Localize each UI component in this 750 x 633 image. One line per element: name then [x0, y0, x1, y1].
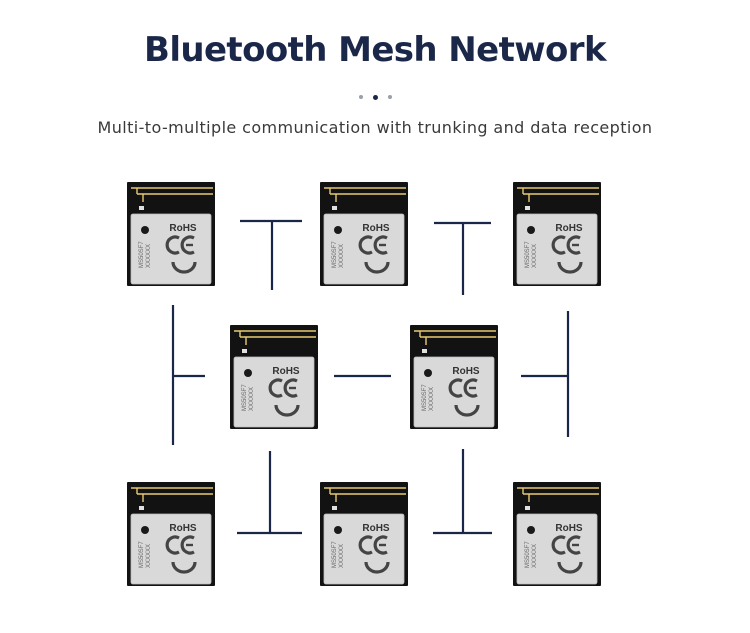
solder-pad [139, 506, 144, 510]
module-shield [323, 213, 405, 285]
arc-mark-icon [557, 561, 583, 574]
ce-mark-icon [358, 235, 388, 255]
serial-code: XXXXXX [339, 244, 345, 268]
model-code: MS50SF7 [525, 541, 531, 568]
solder-pad [422, 349, 427, 353]
pagination-dots [0, 94, 750, 100]
antenna-trace-icon [414, 330, 496, 345]
pagination-dot[interactable] [372, 94, 378, 100]
pin-marker-icon [141, 226, 149, 234]
module-shield [413, 356, 495, 428]
pagination-dot[interactable] [358, 95, 363, 99]
arc-mark-icon [274, 404, 300, 417]
rohs-label: RoHS [169, 523, 197, 534]
serial-code: XXXXXX [532, 544, 538, 568]
serial-code: XXXXXX [429, 387, 435, 411]
solder-pad [139, 206, 144, 210]
rohs-label: RoHS [362, 523, 390, 534]
solder-pad [525, 506, 530, 510]
arc-mark-icon [364, 261, 390, 274]
model-code: MS50SF7 [139, 241, 145, 268]
pin-marker-icon [244, 369, 252, 377]
ce-mark-icon [358, 535, 388, 555]
module-shield [130, 513, 212, 585]
ce-mark-icon [165, 535, 195, 555]
arc-mark-icon [364, 561, 390, 574]
model-code: MS50SF7 [139, 541, 145, 568]
serial-code: XXXXXX [146, 244, 152, 268]
module-shield [233, 356, 315, 428]
module-shield [130, 213, 212, 285]
module-shield [323, 513, 405, 585]
pin-marker-icon [334, 526, 342, 534]
serial-code: XXXXXX [339, 544, 345, 568]
serial-code: XXXXXX [532, 244, 538, 268]
rohs-label: RoHS [272, 366, 300, 377]
pin-marker-icon [527, 526, 535, 534]
arc-mark-icon [171, 561, 197, 574]
module-shield [516, 213, 598, 285]
antenna-trace-icon [517, 487, 599, 502]
solder-pad [242, 349, 247, 353]
pin-marker-icon [334, 226, 342, 234]
antenna-trace-icon [234, 330, 316, 345]
rohs-label: RoHS [555, 223, 583, 234]
rohs-label: RoHS [362, 223, 390, 234]
solder-pad [525, 206, 530, 210]
ce-mark-icon [268, 378, 298, 398]
module-shield [516, 513, 598, 585]
arc-mark-icon [171, 261, 197, 274]
antenna-trace-icon [131, 187, 213, 202]
pagination-dot[interactable] [387, 95, 392, 99]
page-title: Bluetooth Mesh Network [144, 30, 607, 70]
ce-mark-icon [551, 535, 581, 555]
serial-code: XXXXXX [146, 544, 152, 568]
model-code: MS50SF7 [332, 541, 338, 568]
antenna-trace-icon [131, 487, 213, 502]
arc-mark-icon [454, 404, 480, 417]
solder-pad [332, 506, 337, 510]
model-code: MS50SF7 [332, 241, 338, 268]
rohs-label: RoHS [555, 523, 583, 534]
model-code: MS50SF7 [525, 241, 531, 268]
solder-pad [332, 206, 337, 210]
arc-mark-icon [557, 261, 583, 274]
pin-marker-icon [527, 226, 535, 234]
rohs-label: RoHS [169, 223, 197, 234]
ce-mark-icon [165, 235, 195, 255]
antenna-trace-icon [324, 487, 406, 502]
antenna-trace-icon [517, 187, 599, 202]
ce-mark-icon [551, 235, 581, 255]
pin-marker-icon [424, 369, 432, 377]
mesh-connectors [171, 219, 570, 535]
rohs-label: RoHS [452, 366, 480, 377]
pin-marker-icon [141, 526, 149, 534]
page-subtitle: Multi-to-multiple communication with tru… [97, 118, 653, 137]
ce-mark-icon [448, 378, 478, 398]
model-code: MS50SF7 [422, 384, 428, 411]
model-code: MS50SF7 [242, 384, 248, 411]
antenna-trace-icon [324, 187, 406, 202]
serial-code: XXXXXX [249, 387, 255, 411]
